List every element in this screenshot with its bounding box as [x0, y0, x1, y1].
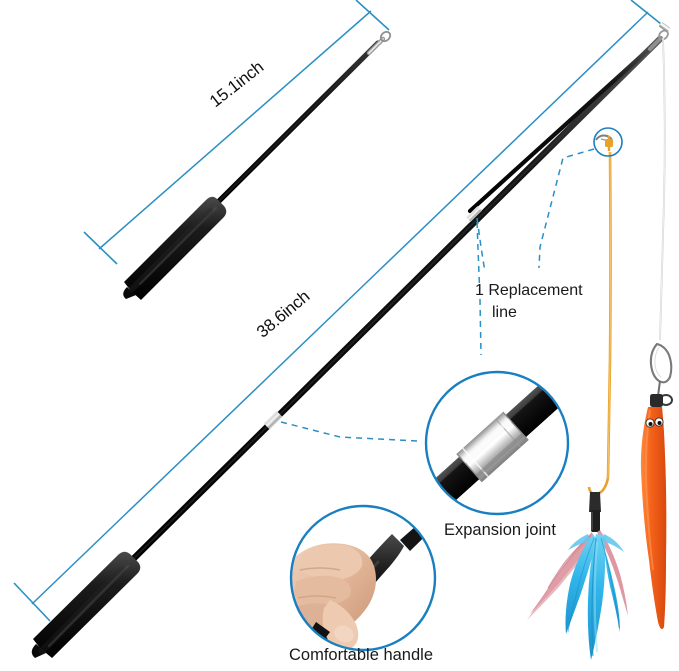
- dimension-15inch: [83, 0, 390, 265]
- callout-replacement-line2: line: [492, 304, 517, 321]
- wand-collapsed: [123, 30, 392, 300]
- callout-replacement-line1: 1 Replacement: [475, 282, 583, 299]
- expansion-joint-collar-upper: [466, 206, 482, 222]
- worm-toy: [640, 407, 667, 630]
- dimension-38inch: [13, 0, 667, 622]
- rod-tip-eyelet: [366, 30, 392, 56]
- expansion-joint-collar-lower: [263, 410, 283, 430]
- clip-highlight-circle-icon: [593, 127, 623, 157]
- callout-label-expansion-joint: Expansion joint: [444, 521, 556, 539]
- swivel-clip-worm: [649, 342, 673, 407]
- feather-toy-blue: [565, 534, 624, 660]
- wand-extended: [31, 29, 669, 658]
- callout-label-comfortable-handle: Comfortable handle: [289, 646, 434, 664]
- magnifier-comfortable-handle: [289, 504, 437, 652]
- callout-label-replacement-line: 1 Replacement line: [475, 280, 595, 324]
- feather-clip: [589, 492, 601, 532]
- handle-grip-extended: [31, 551, 141, 658]
- magnifier-expansion-joint: [424, 370, 570, 516]
- handle-grip-collapsed: [123, 196, 227, 300]
- main-line-with-worm-toy: [640, 22, 673, 630]
- replacement-line-with-feather-toy: [527, 127, 628, 660]
- dashed-leader-icon: [280, 148, 595, 442]
- line-ferrule: [659, 22, 671, 32]
